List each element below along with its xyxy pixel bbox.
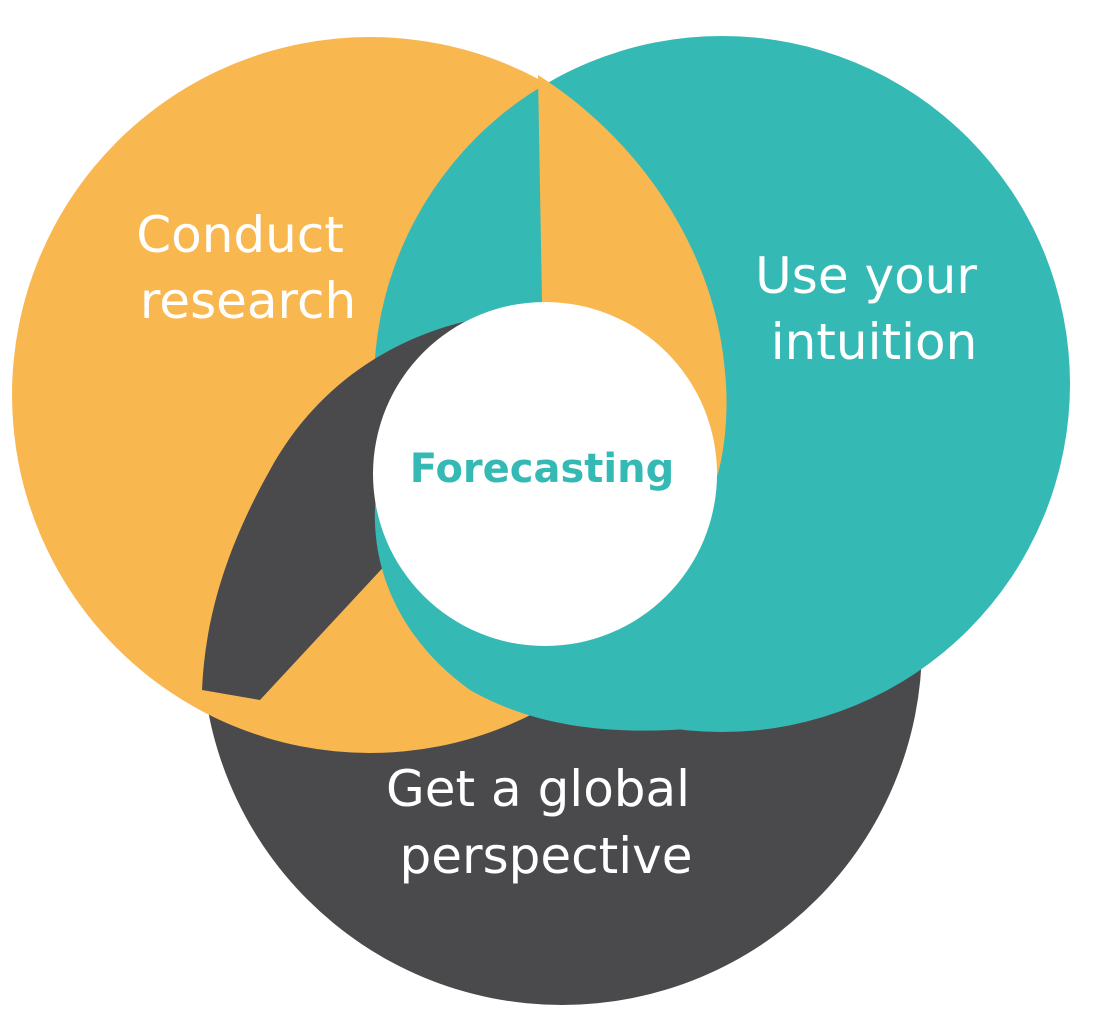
global-perspective-label-line2: perspective	[400, 827, 693, 885]
global-perspective-label: Get a global perspective	[386, 760, 706, 885]
conduct-research-label: Conduct research	[136, 206, 360, 330]
conduct-research-label-line2: research	[140, 272, 356, 330]
global-perspective-label-line1: Get a global	[386, 760, 690, 818]
conduct-research-label-line1: Conduct	[136, 206, 344, 264]
use-your-intuition-label: Use your intuition	[755, 247, 993, 371]
forecasting-center-circle	[373, 302, 717, 646]
use-your-intuition-label-line1: Use your	[755, 247, 977, 305]
forecasting-label: Forecasting	[410, 446, 675, 492]
use-your-intuition-label-line2: intuition	[771, 313, 978, 371]
global-perspective-overlap	[202, 312, 545, 700]
